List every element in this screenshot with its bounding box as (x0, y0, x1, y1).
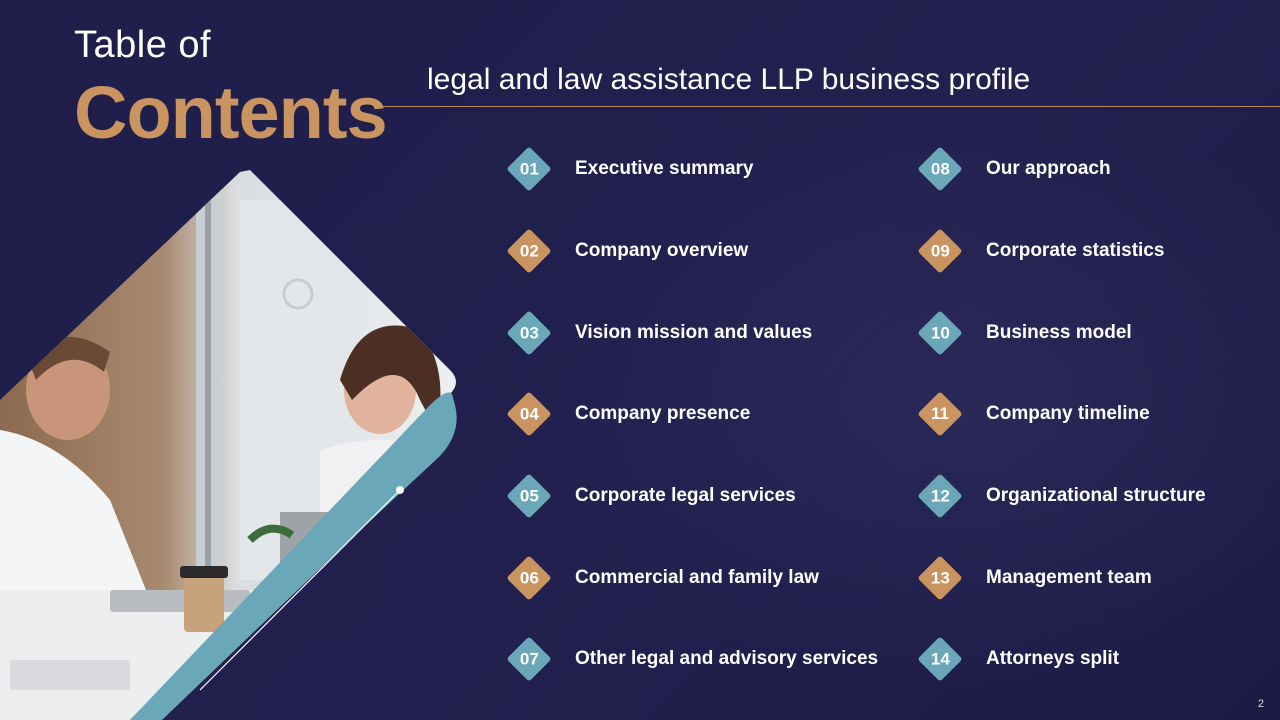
toc-item[interactable]: 03 Vision mission and values (505, 310, 813, 356)
subtitle: legal and law assistance LLP business pr… (427, 63, 1031, 96)
toc-item[interactable]: 14 Attorneys split (916, 636, 1120, 682)
toc-item[interactable]: 08 Our approach (916, 146, 1111, 192)
toc-number-badge: 08 (917, 146, 963, 192)
toc-number-badge: 11 (917, 391, 963, 437)
title-line1: Table of (74, 24, 212, 66)
toc-label: Management team (986, 567, 1152, 588)
toc-number: 14 (930, 648, 950, 668)
toc-number-badge: 06 (506, 555, 552, 601)
toc-number-badge: 02 (506, 228, 552, 274)
toc-label: Corporate legal services (575, 485, 796, 506)
toc-item[interactable]: 05 Corporate legal services (505, 473, 796, 519)
background-shade (520, 140, 1280, 720)
toc-number: 01 (519, 158, 539, 178)
toc-number-badge: 09 (917, 228, 963, 274)
toc-number-badge: 12 (917, 473, 963, 519)
toc-label: Business model (986, 322, 1132, 343)
toc-number: 09 (930, 240, 950, 260)
toc-number-badge: 03 (506, 310, 552, 356)
divider-line (380, 106, 1280, 107)
toc-label: Executive summary (575, 158, 754, 179)
toc-item[interactable]: 07 Other legal and advisory services (505, 636, 879, 682)
toc-number: 04 (519, 403, 539, 423)
toc-number: 13 (930, 567, 950, 587)
toc-label: Other legal and advisory services (575, 648, 879, 669)
toc-number: 02 (519, 240, 539, 260)
toc-item[interactable]: 11 Company timeline (916, 391, 1150, 437)
toc-number-badge: 13 (917, 555, 963, 601)
toc-label: Commercial and family law (575, 567, 819, 588)
photo-panel (0, 0, 470, 720)
toc-item[interactable]: 13 Management team (916, 555, 1152, 601)
toc-number: 08 (930, 158, 950, 178)
page-number: 2 (1257, 698, 1264, 710)
toc-number: 10 (930, 322, 950, 342)
toc-item[interactable]: 09 Corporate statistics (916, 228, 1165, 274)
toc-label: Corporate statistics (986, 240, 1165, 261)
toc-number-badge: 07 (506, 636, 552, 682)
toc-label: Company presence (575, 403, 751, 424)
toc-item[interactable]: 02 Company overview (505, 228, 749, 274)
title-line2: Contents (74, 71, 388, 154)
toc-item[interactable]: 06 Commercial and family law (505, 555, 819, 601)
toc-number: 06 (519, 567, 539, 587)
toc-label: Vision mission and values (575, 322, 813, 343)
toc-label: Company timeline (986, 403, 1150, 424)
toc-number: 07 (519, 648, 539, 668)
toc-number-badge: 01 (506, 146, 552, 192)
toc-number: 03 (519, 322, 539, 342)
toc-item[interactable]: 01 Executive summary (505, 146, 754, 192)
office-photo (0, 170, 457, 720)
toc-label: Our approach (986, 158, 1111, 179)
toc-number-badge: 14 (917, 636, 963, 682)
toc-item[interactable]: 04 Company presence (505, 391, 751, 437)
toc-label: Company overview (575, 240, 749, 261)
toc-item[interactable]: 12 Organizational structure (916, 473, 1206, 519)
toc-number: 12 (930, 485, 950, 505)
toc-number: 05 (519, 485, 539, 505)
toc-number: 11 (931, 403, 949, 423)
toc-item[interactable]: 10 Business model (916, 310, 1132, 356)
toc-label: Organizational structure (986, 485, 1206, 506)
toc-number-badge: 04 (506, 391, 552, 437)
toc-number-badge: 10 (917, 310, 963, 356)
toc-number-badge: 05 (506, 473, 552, 519)
toc-label: Attorneys split (986, 648, 1120, 669)
